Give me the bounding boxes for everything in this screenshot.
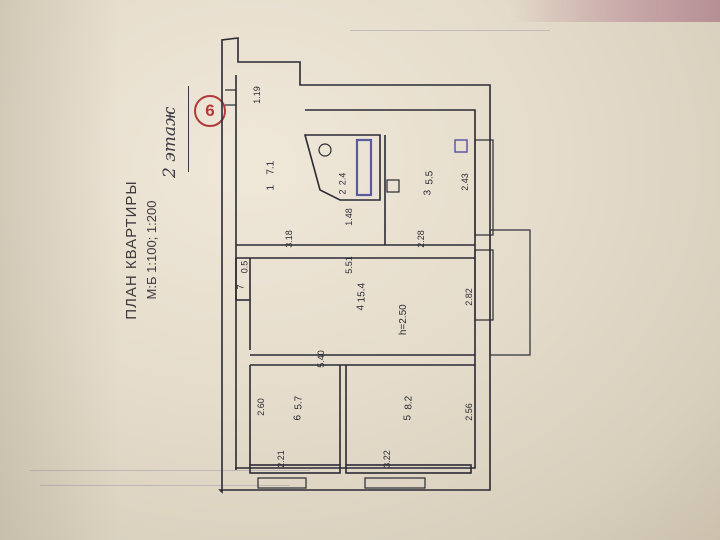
dim-room4-bottom: 5.40 <box>316 350 326 368</box>
dim-top-left: 1.19 <box>252 86 262 104</box>
room-1-number: 1 <box>266 185 277 191</box>
dim-room3-end: 2.43 <box>460 173 470 191</box>
dim-room4-width: 2.82 <box>464 288 474 306</box>
faded-text-line <box>40 485 290 486</box>
room-5-number: 5 <box>403 415 414 421</box>
room-7-number: 7 <box>236 284 246 289</box>
apartment-number-badge: 6 <box>194 95 226 127</box>
room-6-area: 5.7 <box>294 395 305 409</box>
ceiling-height: h=2.50 <box>398 304 409 335</box>
dim-room5-width: 2.56 <box>464 403 474 421</box>
room6-sill <box>249 464 341 474</box>
room-2-area: 2.4 <box>337 173 347 186</box>
room-4-area: 15.4 <box>356 283 367 303</box>
dim-room3-side: 2.28 <box>416 230 426 248</box>
stove-icon <box>454 139 468 153</box>
toilet-icon <box>318 143 332 157</box>
room-3-area: 5.5 <box>425 170 436 184</box>
dim-hall-side: 3.18 <box>284 230 294 248</box>
window-4 <box>364 477 426 489</box>
bathtub-icon <box>355 138 373 197</box>
balcony <box>489 229 531 356</box>
window-3 <box>257 477 307 489</box>
room-1-area: 7.1 <box>266 160 277 174</box>
dim-room4-length: 5.51 <box>344 256 354 274</box>
room5-sill <box>345 464 472 474</box>
background-fabric <box>510 0 720 22</box>
room-4-number: 4 <box>356 305 367 311</box>
dim-hall-bottom: 1.48 <box>344 208 354 226</box>
outer-wall <box>218 37 491 494</box>
room-6-number: 6 <box>293 415 304 421</box>
room-7-area: 0.5 <box>239 261 249 274</box>
dim-room6-width: 2.60 <box>256 398 266 416</box>
bathroom-wall <box>303 134 381 201</box>
window-1 <box>474 139 494 236</box>
dim-room5-end: 3.22 <box>382 450 392 468</box>
faded-text-line <box>30 470 310 471</box>
dim-room6-end: 2.21 <box>276 450 286 468</box>
room-3-number: 3 <box>423 190 434 196</box>
faded-text-line <box>350 30 550 31</box>
paper-fold-shadow <box>0 0 120 540</box>
window-2 <box>474 249 494 321</box>
floor-note-underline <box>188 86 189 172</box>
room-2-number: 2 <box>338 189 348 194</box>
room-5-area: 8.2 <box>404 395 415 409</box>
sink-icon <box>386 179 400 193</box>
